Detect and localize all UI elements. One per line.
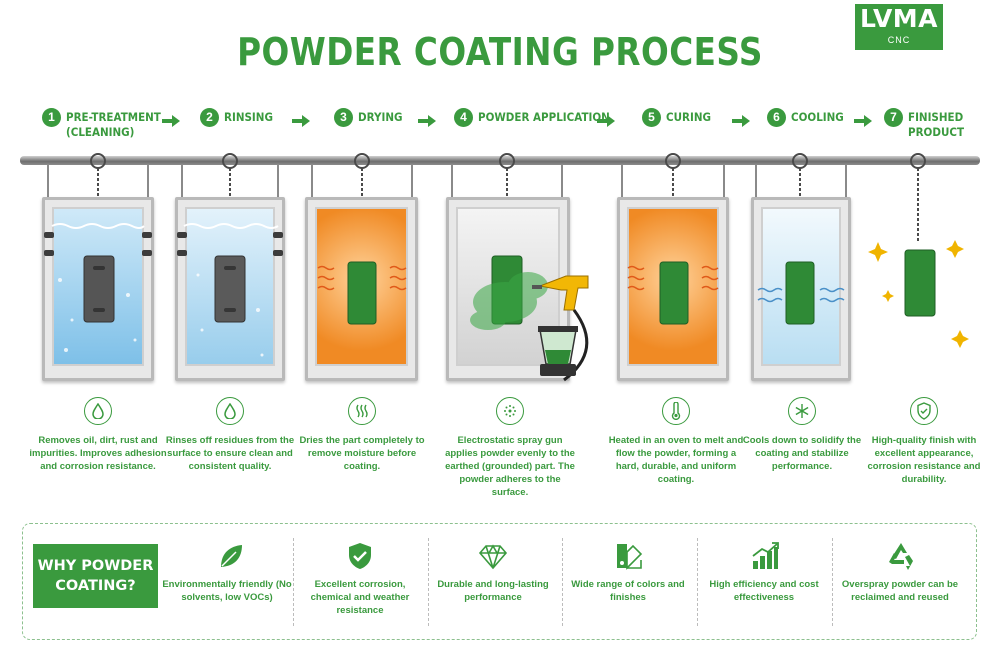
step-number: 1 [42,108,61,127]
water-drop-icon [216,397,244,425]
benefit-durability: Durable and long-lasting performance [437,579,549,603]
arrow-right-icon [732,115,750,127]
step-7-header: 7 FINISHED PRODUCT [884,108,970,140]
divider [562,538,563,626]
benefit-colors: Wide range of colors and finishes [571,579,685,603]
step-number: 7 [884,108,903,127]
step-7-description: High-quality finish with excellent appea… [867,435,981,485]
cool-air [761,207,841,366]
benefit-resistance: Excellent corrosion, chemical and weathe… [310,579,410,616]
arrow-right-icon [418,115,436,127]
brand-logo: LVMA CNC [855,4,943,50]
shield-check-icon [910,397,938,425]
step-1-description: Removes oil, dirt, rust and impurities. … [29,435,167,472]
step-number: 5 [642,108,661,127]
step-2-description: Rinses off residues from the surface to … [165,435,295,472]
benefit-reclaim: Overspray powder can be reclaimed and re… [841,579,959,603]
growth-chart-icon [752,542,779,569]
color-swatch-icon [617,544,643,570]
brand-name: LVMA [859,4,939,33]
water-drop-icon [84,397,112,425]
why-powder-coating-panel [22,523,977,640]
arrow-right-icon [162,115,180,127]
step-4-description: Electrostatic spray gun applies powder e… [445,435,575,498]
arrow-right-icon [597,115,615,127]
step-4-header: 4 POWDER APPLICATION [454,108,625,127]
step-2-header: 2 RINSING [200,108,278,127]
step-number: 3 [334,108,353,127]
step-6-header: 6 COOLING [767,108,850,127]
arrow-right-icon [854,115,872,127]
step-1-header: 1 PRE-TREATMENT (CLEANING) [42,108,171,140]
brand-sub: CNC [887,35,911,45]
divider [293,538,294,626]
benefit-efficiency: High efficiency and cost effectiveness [709,579,819,603]
page-title: POWDER COATING PROCESS [237,30,763,74]
step-number: 6 [767,108,786,127]
step-number: 4 [454,108,473,127]
heat-waves-icon [348,397,376,425]
divider [832,538,833,626]
diamond-icon [478,544,508,570]
step-3-header: 3 DRYING [334,108,407,127]
recycle-icon [889,543,913,570]
step-label: POWDER APPLICATION [478,110,610,124]
why-label-text: WHY POWDER COATING? [37,558,154,594]
process-illustration [44,223,969,382]
step-5-description: Heated in an oven to melt and flow the p… [608,435,744,485]
step-label: RINSING [224,110,273,124]
step-6-description: Cools down to solidify the coating and s… [742,435,862,472]
step-label: FINISHED PRODUCT [908,110,965,139]
snowflake-icon [788,397,816,425]
benefit-environment: Environmentally friendly (No solvents, l… [162,579,292,603]
step-5-header: 5 CURING [642,108,716,127]
arrow-right-icon [292,115,310,127]
shield-check-icon [349,543,371,569]
step-label: COOLING [791,110,844,124]
step-number: 2 [200,108,219,127]
thermometer-icon [662,397,690,425]
step-label: PRE-TREATMENT (CLEANING) [66,110,161,139]
spray-particles-icon [496,397,524,425]
divider [697,538,698,626]
divider [428,538,429,626]
step-label: DRYING [358,110,403,124]
why-powder-coating-label: WHY POWDER COATING? [33,544,158,608]
step-label: CURING [666,110,711,124]
leaf-icon [221,545,242,567]
step-3-description: Dries the part completely to remove mois… [299,435,425,472]
